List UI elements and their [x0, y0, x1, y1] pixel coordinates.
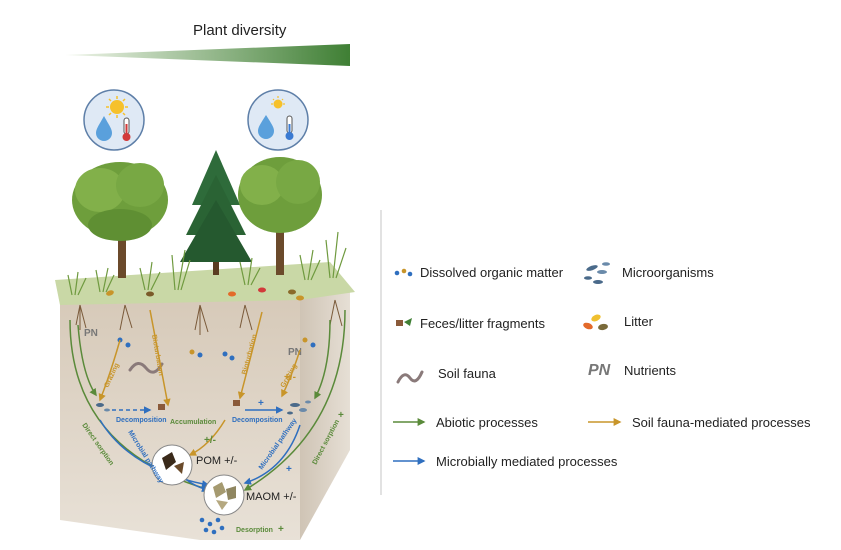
soil-block-front	[60, 292, 300, 540]
leached-drops	[199, 517, 225, 535]
nutrients-icon: PN	[588, 362, 611, 379]
legend-item-microbial: Microbially mediated processes	[393, 454, 618, 469]
page-title: Plant diversity	[193, 22, 287, 39]
arrow-microbial-pathway-left	[99, 419, 210, 488]
legend-label-dom: Dissolved organic matter	[420, 265, 564, 280]
sign-desorption: +	[278, 524, 284, 535]
legend-item-dom: Dissolved organic matter	[394, 265, 564, 280]
leaf-icon	[583, 314, 608, 331]
arrow-bioturbation-left	[149, 309, 171, 407]
sign-decomposition-right: +	[258, 398, 264, 409]
label-desorption: Desorption	[236, 527, 273, 534]
legend-label-microorganisms: Microorganisms	[622, 265, 714, 280]
tree-icon	[238, 157, 322, 275]
soil-nutrients-right: PN	[288, 347, 302, 358]
soil-nutrients-left: PN	[84, 328, 98, 339]
legend-item-litter: Litter	[583, 314, 654, 331]
legend-item-soil-fauna: Soil fauna	[396, 366, 497, 384]
conifer-icon	[180, 150, 252, 275]
legend-item-feces: Feces/litter fragments	[396, 316, 545, 331]
legend-label-litter: Litter	[624, 314, 654, 329]
legend: Dissolved organic matter Microorganisms …	[393, 262, 811, 469]
arrow-bioturbation-right	[237, 311, 263, 400]
microorganism-icon	[584, 262, 610, 284]
legend-item-microorganisms: Microorganisms	[584, 262, 714, 284]
label-decomposition-left: Decomposition	[116, 417, 167, 424]
legend-label-microbial: Microbially mediated processes	[436, 454, 618, 469]
arrow-direct-sorption-right	[243, 309, 346, 491]
climate-circle-right	[247, 89, 309, 151]
climate-circle-left	[83, 89, 145, 151]
sun-icon	[271, 96, 285, 109]
feces-icon	[396, 318, 412, 326]
thermometer-icon	[122, 117, 131, 141]
arrow-fauna-pom	[188, 419, 226, 456]
legend-label-feces: Feces/litter fragments	[420, 316, 545, 331]
arrow-grazing-right	[281, 349, 301, 398]
sign-fauna-pom: +/-	[204, 435, 216, 446]
water-drop-icon	[258, 115, 274, 139]
legend-item-fauna-mediated: Soil fauna-mediated processes	[588, 415, 811, 430]
sun-icon	[106, 96, 128, 118]
tree-icon	[72, 162, 168, 278]
sign-microbial-right: +	[286, 464, 292, 475]
grass-layer	[67, 231, 347, 296]
legend-label-soil-fauna: Soil fauna	[438, 366, 497, 381]
sign-grazing-right: +/-	[284, 372, 296, 383]
legend-item-abiotic: Abiotic processes	[393, 415, 538, 430]
label-decomposition-right: Decomposition	[232, 417, 283, 424]
thermometer-icon	[285, 115, 294, 140]
pom-pool	[151, 444, 193, 486]
legend-label-abiotic: Abiotic processes	[436, 415, 538, 430]
legend-item-nutrients: PN Nutrients	[588, 362, 677, 379]
arrow-grazing-left	[98, 339, 121, 402]
arrow-microbial-pathway-right	[243, 424, 301, 485]
legend-label-fauna-mediated: Soil fauna-mediated processes	[632, 415, 811, 430]
pom-label: POM +/-	[196, 455, 238, 467]
maom-label: MAOM +/-	[246, 491, 297, 503]
microorganisms-left	[96, 403, 110, 412]
sign-sorption-right: +	[338, 410, 344, 421]
microorganisms-right	[287, 400, 311, 415]
water-drop-icon	[394, 268, 413, 277]
arrow-leaching-left	[77, 324, 97, 397]
roots	[75, 299, 343, 335]
feces-fragments	[158, 400, 240, 410]
worm-icon	[396, 370, 424, 384]
arrow-leaching-right	[314, 319, 331, 400]
leaf-icon	[106, 287, 304, 301]
water-drop-icon	[96, 116, 112, 141]
worm-icon	[128, 362, 164, 374]
diversity-gradient-wedge	[65, 44, 350, 66]
maom-pool	[203, 474, 245, 516]
soil-block-side	[300, 292, 350, 540]
legend-label-nutrients: Nutrients	[624, 363, 677, 378]
label-accumulation: Accumulation	[170, 419, 216, 426]
dom-drops	[117, 337, 316, 361]
